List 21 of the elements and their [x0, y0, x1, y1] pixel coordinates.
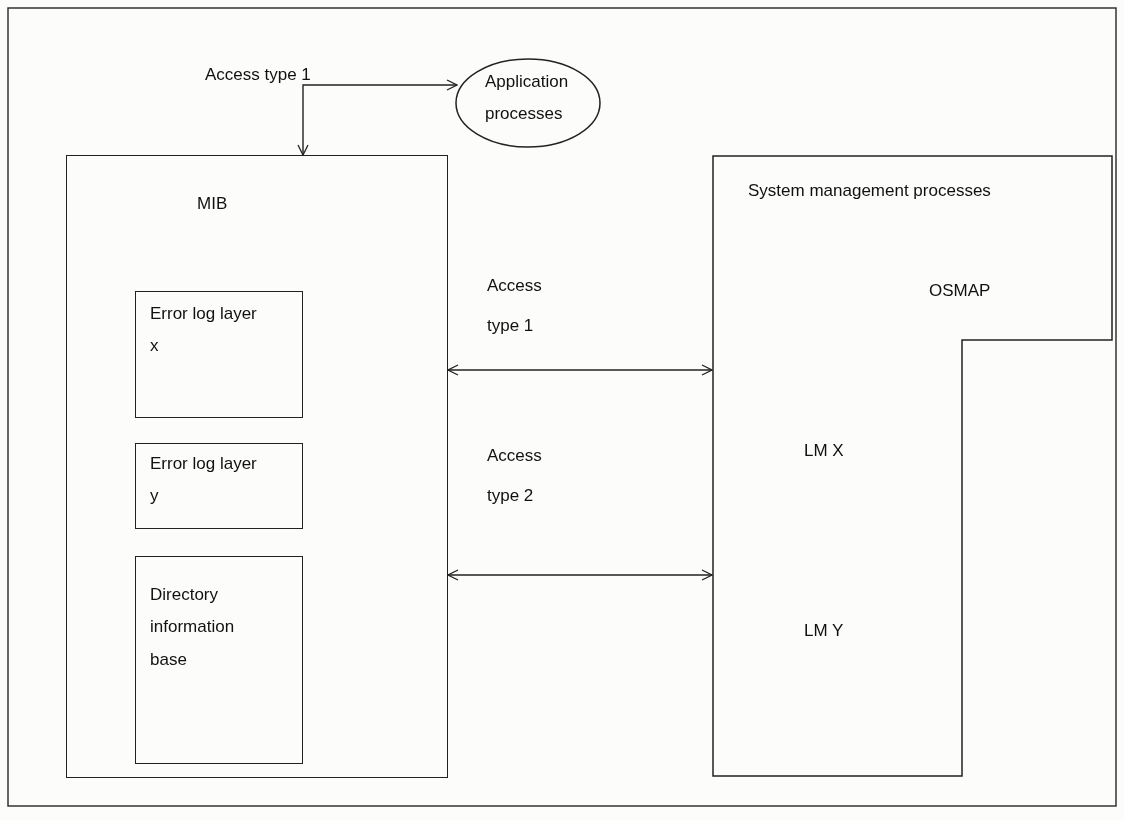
node-title: MIB	[197, 193, 229, 215]
node-label: LM X	[804, 440, 845, 462]
edge-label: Access type 1	[487, 275, 543, 337]
edge-label: Access type 1	[205, 64, 312, 86]
node-title: Directory information base	[150, 584, 236, 671]
process-box	[66, 155, 448, 778]
node-title: Error log layer x	[150, 303, 258, 358]
double-arrow	[447, 569, 713, 581]
node-title: System management processes	[748, 180, 992, 202]
double-arrow	[297, 79, 458, 156]
double-arrow	[447, 364, 713, 376]
edge-label: Access type 2	[487, 445, 543, 507]
process-box	[135, 556, 303, 764]
node-label: OSMAP	[929, 280, 992, 302]
process-box	[135, 443, 303, 529]
node-label: LM Y	[804, 620, 845, 642]
process-region	[712, 155, 1113, 777]
node-title: Error log layer y	[150, 453, 258, 508]
node-title: Application processes	[485, 71, 570, 126]
process-ellipse	[455, 58, 601, 148]
process-box	[135, 291, 303, 418]
